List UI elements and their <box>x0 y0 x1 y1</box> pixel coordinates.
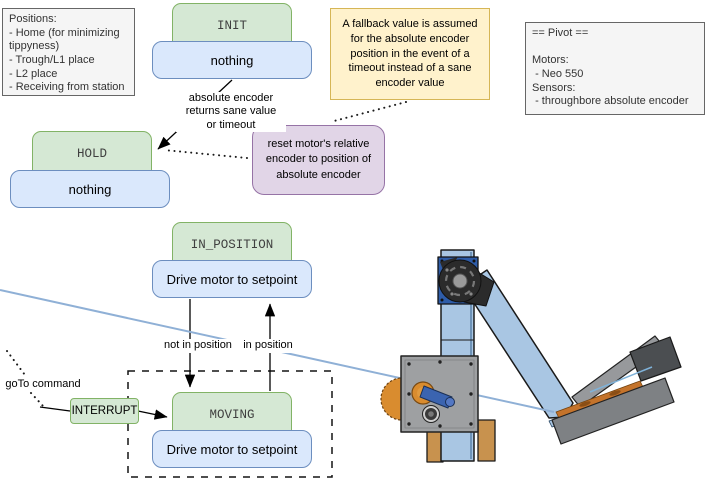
dotted-goto-trail <box>6 350 44 407</box>
state-init-action[interactable]: nothing <box>152 41 312 79</box>
reset-encoder-note[interactable]: reset motor's relative encoder to positi… <box>252 125 385 195</box>
line-goto-to-interrupt <box>39 406 71 412</box>
interrupt-node[interactable]: INTERRUPT <box>70 398 139 424</box>
dotted-fallback-to-reset <box>333 101 407 122</box>
edge-label-goto-command: goTo command <box>3 378 83 392</box>
edge-label-in-position: in position <box>237 339 299 353</box>
moving-dashed-container[interactable] <box>127 370 333 478</box>
arrow-interrupt-to-moving <box>137 409 168 420</box>
state-hold-action[interactable]: nothing <box>10 170 170 208</box>
edge-label-not-in-position: not in position <box>156 339 240 353</box>
dotted-reset-to-arrow <box>163 149 248 159</box>
positions-note[interactable]: Positions: - Home (for minimizing tippyn… <box>2 8 135 96</box>
edge-label-init-to-hold: absolute encoder returns sane value or t… <box>176 92 286 132</box>
pivot-info-note[interactable]: == Pivot == Motors: - Neo 550 Sensors: -… <box>525 22 705 115</box>
fallback-note[interactable]: A fallback value is assumed for the abso… <box>330 8 490 100</box>
dotted-annotation-links <box>6 101 407 407</box>
state-in-position-action[interactable]: Drive motor to setpoint <box>152 260 312 298</box>
robot-arm-render <box>0 249 682 463</box>
state-moving-action[interactable]: Drive motor to setpoint <box>152 430 312 468</box>
